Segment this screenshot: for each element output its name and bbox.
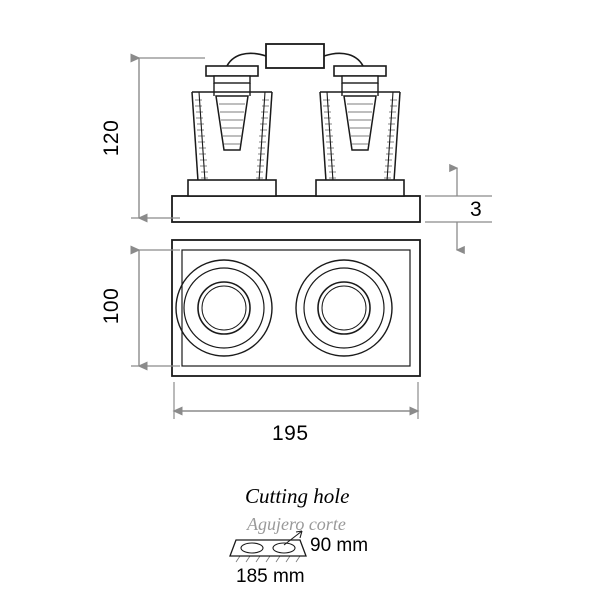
- cutting-hole-title-en: Cutting hole: [245, 484, 350, 508]
- dimension-label-120: 120: [100, 119, 123, 157]
- side-view-lamp-right: [315, 65, 405, 197]
- dimension-label-100: 100: [100, 287, 123, 325]
- cutting-hole-title-es: Agujero corte: [247, 514, 346, 534]
- cutting-hole-icon: [229, 530, 307, 563]
- cutting-hole-diameter: 90 mm: [310, 535, 369, 556]
- dimension-lines: [130, 53, 492, 419]
- plan-aperture-right: [295, 259, 393, 357]
- dimension-label-3: 3: [470, 198, 483, 221]
- plan-view-group: [171, 239, 421, 377]
- side-view-group: [171, 43, 421, 223]
- plan-aperture-left: [175, 259, 273, 357]
- dimension-label-195: 195: [272, 422, 309, 445]
- side-view-lamp-left: [187, 65, 277, 197]
- cutting-hole-spacing: 185 mm: [236, 566, 305, 587]
